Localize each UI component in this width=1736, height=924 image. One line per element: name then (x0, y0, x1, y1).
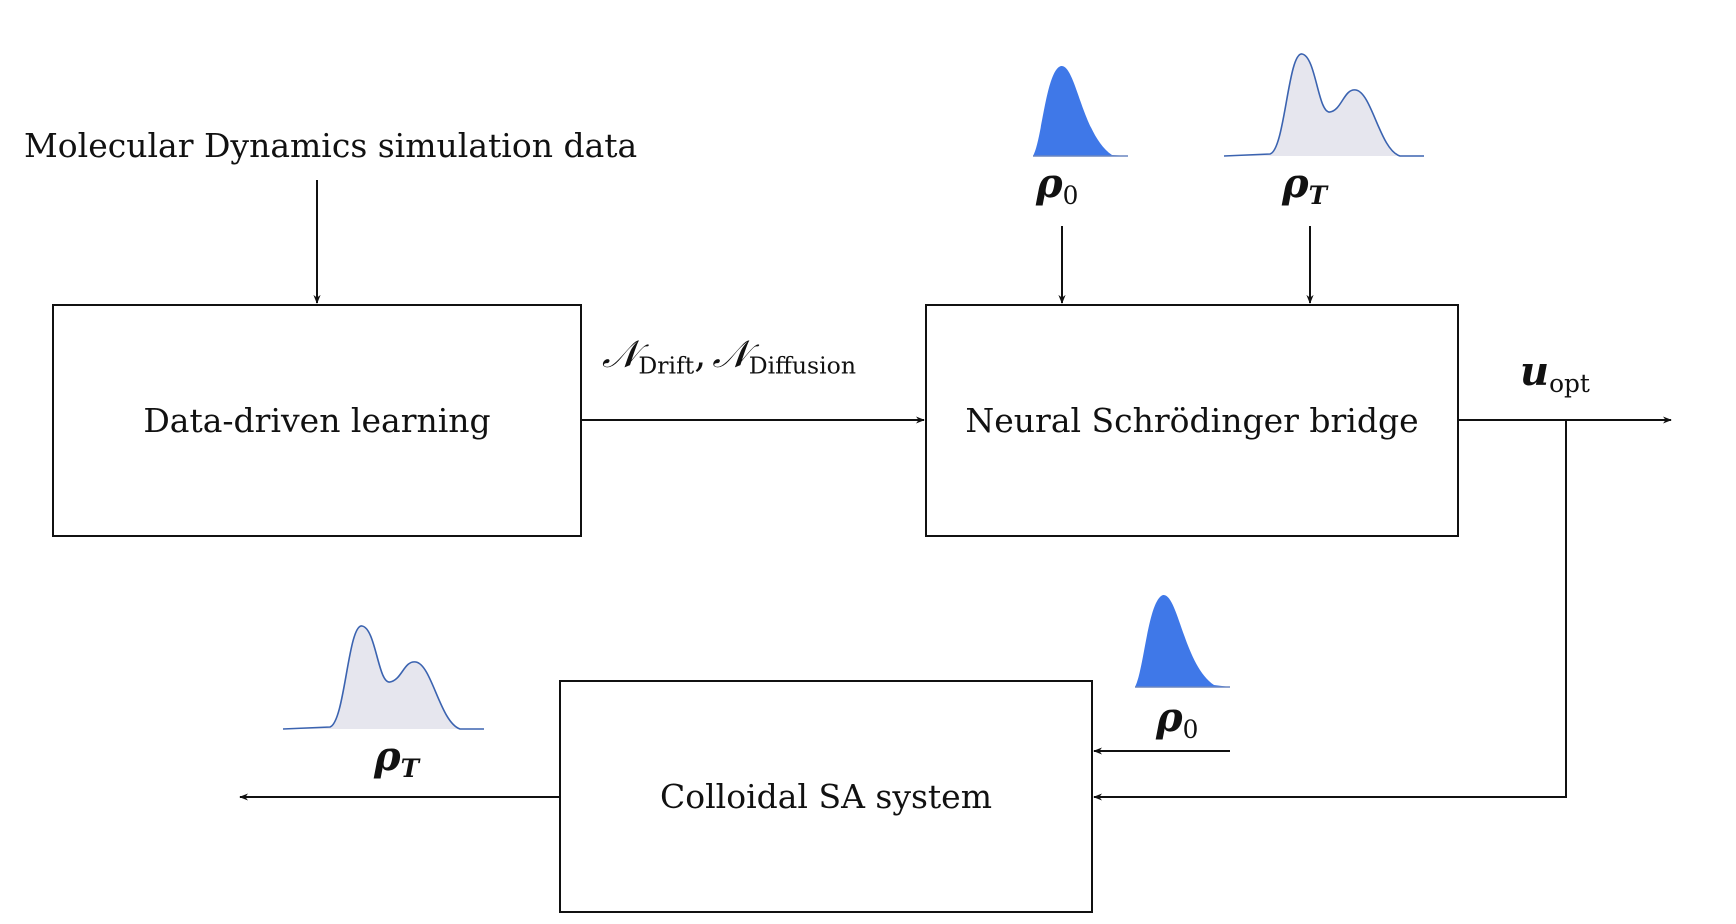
rhoT-top-subscript: T (1308, 180, 1328, 210)
drift-network-symbol: 𝒩 (602, 332, 639, 376)
rhoT-top-symbol: ρ (1282, 160, 1309, 207)
rho0-top-symbol: ρ (1036, 160, 1063, 207)
rhoT-bottom-label: ρT (374, 733, 419, 783)
drift-subscript: Drift (638, 351, 695, 380)
rhoT-bottom-curve (282, 625, 484, 730)
rhoT-top-label: ρT (1282, 160, 1327, 210)
rho0-bottom-label: ρ0 (1156, 694, 1198, 744)
u-subscript: opt (1549, 368, 1590, 398)
rho0-top-curve (1033, 65, 1128, 157)
rho0-top-label: ρ0 (1036, 160, 1078, 210)
rho0-bottom-curve (1135, 594, 1230, 688)
diffusion-subscript: Diffusion (748, 351, 857, 380)
system-block-label: Colloidal SA system (659, 777, 992, 816)
rho0-top-subscript: 0 (1062, 180, 1079, 210)
learning-block-label: Data-driven learning (143, 401, 491, 440)
rho0-bottom-subscript: 0 (1182, 714, 1199, 744)
u-opt-label: uopt (1520, 348, 1590, 398)
diffusion-network-symbol: 𝒩 (712, 332, 749, 376)
u-symbol: u (1520, 348, 1550, 395)
feedback-arrow (1093, 420, 1567, 801)
rhoT-bottom-symbol: ρ (374, 733, 401, 780)
rhoT-bottom-subscript: T (400, 753, 420, 783)
rho0-bottom-symbol: ρ (1156, 694, 1183, 741)
rhoT-top-curve (1223, 53, 1424, 157)
input-data-label: Molecular Dynamics simulation data (24, 126, 638, 165)
drift-diffusion-label: 𝒩Drift,𝒩Diffusion (602, 332, 856, 380)
network-separator: , (694, 332, 707, 376)
bridge-block-label: Neural Schrödinger bridge (965, 401, 1419, 440)
